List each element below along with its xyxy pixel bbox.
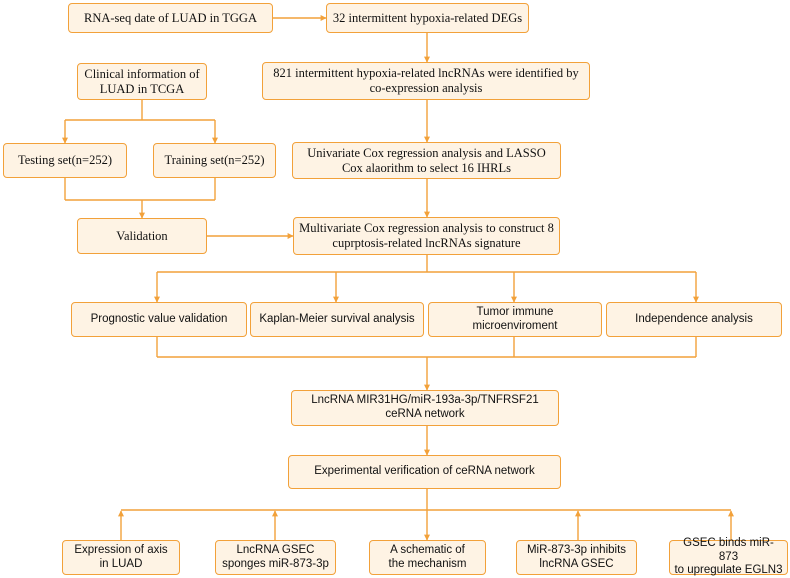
box-multivariate-cox: Multivariate Cox regression analysis to … [293, 217, 560, 255]
box-validation: Validation [77, 218, 207, 254]
box-mir873-inhibits: MiR-873-3p inhibits lncRNA GSEC [516, 540, 637, 575]
box-lncrnas-coexpression: 821 intermittent hypoxia-related lncRNAs… [262, 62, 590, 100]
box-gsec-sponges: LncRNA GSEC sponges miR-873-3p [215, 540, 336, 575]
box-training-set: Training set(n=252) [153, 143, 276, 178]
box-kaplan-meier: Kaplan-Meier survival analysis [250, 302, 424, 337]
box-gsec-binds: GSEC binds miR-873 to upregulate EGLN3 [669, 537, 788, 576]
box-clinical-info: Clinical information of LUAD in TCGA [77, 63, 207, 100]
box-cerna-network: LncRNA MIR31HG/miR-193a-3p/TNFRSF21 ceRN… [291, 390, 559, 426]
box-tumor-immune: Tumor immune microenviroment [428, 302, 602, 337]
box-experimental-verification: Experimental verification of ceRNA netwo… [288, 455, 561, 489]
box-schematic-mechanism: A schematic of the mechanism [369, 540, 486, 575]
box-rnaseq: RNA-seq date of LUAD in TGGA [68, 3, 273, 33]
box-univariate-cox: Univariate Cox regression analysis and L… [292, 142, 561, 179]
box-prognostic-validation: Prognostic value validation [71, 302, 247, 337]
box-testing-set: Testing set(n=252) [3, 143, 127, 178]
box-degs: 32 intermittent hypoxia-related DEGs [326, 3, 529, 33]
box-expression-axis: Expression of axis in LUAD [62, 540, 180, 575]
box-independence: Independence analysis [606, 302, 782, 337]
